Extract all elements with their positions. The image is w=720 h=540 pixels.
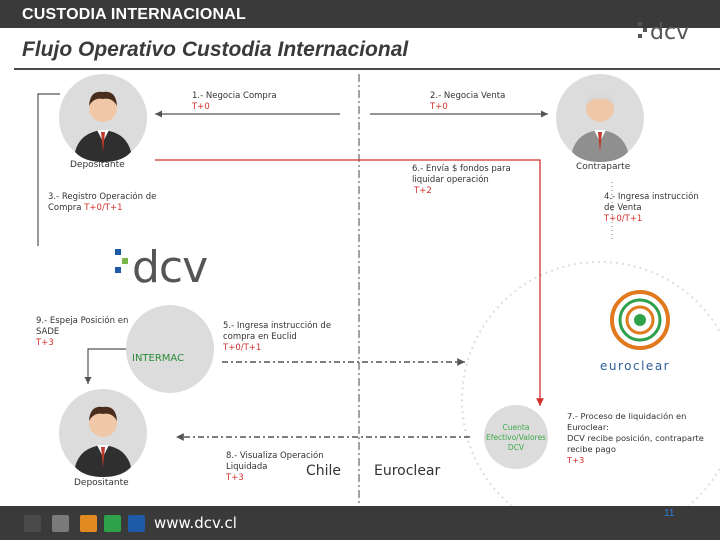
footer-icon-4: [104, 515, 121, 532]
dcv-large-logo: dcv: [115, 242, 208, 293]
step2-label: 2.- Negocia Venta T+0: [430, 91, 506, 112]
arrow-step9: [84, 348, 128, 384]
depositante-top-label: Depositante: [70, 160, 125, 170]
footer-icon-3: [80, 515, 97, 532]
step4-label: 4.- Ingresa instrucción de Venta T+0/T+1: [604, 192, 699, 224]
step6-time: T+2: [414, 186, 432, 196]
contraparte-label: Contraparte: [576, 162, 631, 172]
step1-label: 1.- Negocia Compra T+0: [192, 91, 277, 112]
header-title: CUSTODIA INTERNACIONAL: [22, 6, 246, 23]
slide-title: Flujo Operativo Custodia Internacional: [22, 38, 409, 61]
account-label: Cuenta Efectivo/Valores DCV: [486, 423, 546, 452]
euroclear-region-outline: [461, 261, 720, 539]
footer-icon-2: [52, 515, 69, 532]
dcv-brand-text: dcv: [650, 20, 689, 45]
footer-icon-5: [128, 515, 145, 532]
title-rule: [14, 68, 720, 70]
step7-label: 7.- Proceso de liquidación en Euroclear:…: [567, 411, 704, 465]
footer-url-link[interactable]: www.dcv.cl: [154, 514, 237, 532]
step1-time: T+0: [192, 102, 210, 112]
bracket-line-left: [37, 93, 60, 246]
euroclear-logo-text: euroclear: [600, 359, 670, 373]
step5-label: 5.- Ingresa instrucción de compra en Euc…: [223, 321, 332, 353]
step9-time: T+3: [36, 338, 54, 348]
account-node: [484, 405, 548, 469]
arrow-step6: [155, 159, 544, 406]
step4-time: T+0/T+1: [604, 214, 643, 224]
step9-label: 9.- Espeja Posición en SADE T+3: [36, 316, 129, 348]
step8-time: T+3: [226, 473, 244, 483]
dcv-large-text: dcv: [132, 242, 207, 293]
step5-time: T+0/T+1: [223, 343, 262, 353]
intermac-label: INTERMAC: [132, 353, 185, 364]
euroclear-logo: euroclear: [600, 290, 670, 373]
footer-bar: www.dcv.cl: [0, 506, 720, 540]
depositante-top-avatar: [59, 74, 147, 162]
step3-time: T+0/T+1: [84, 203, 123, 213]
header-bar: [0, 0, 720, 28]
contraparte-avatar: [556, 74, 644, 162]
footer-icon-1: [24, 515, 41, 532]
depositante-bottom-label: Depositante: [74, 478, 129, 488]
step2-time: T+0: [430, 102, 448, 112]
step6-label: 6.- Envía $ fondos para liquidar operaci…: [412, 164, 511, 196]
region-euroclear-label: Euroclear: [374, 463, 441, 479]
page-number: 11: [664, 508, 675, 519]
depositante-bottom-avatar: [59, 389, 147, 477]
dcv-brand-logo: dcv: [638, 20, 689, 45]
step3-label: 3.- Registro Operación de Compra T+0/T+1: [48, 192, 157, 213]
step7-time: T+3: [567, 455, 585, 465]
region-chile-label: Chile: [306, 463, 342, 479]
intermac-node: [126, 305, 214, 393]
step8-label: 8.- Visualiza Operación Liquidada T+3: [226, 451, 324, 483]
